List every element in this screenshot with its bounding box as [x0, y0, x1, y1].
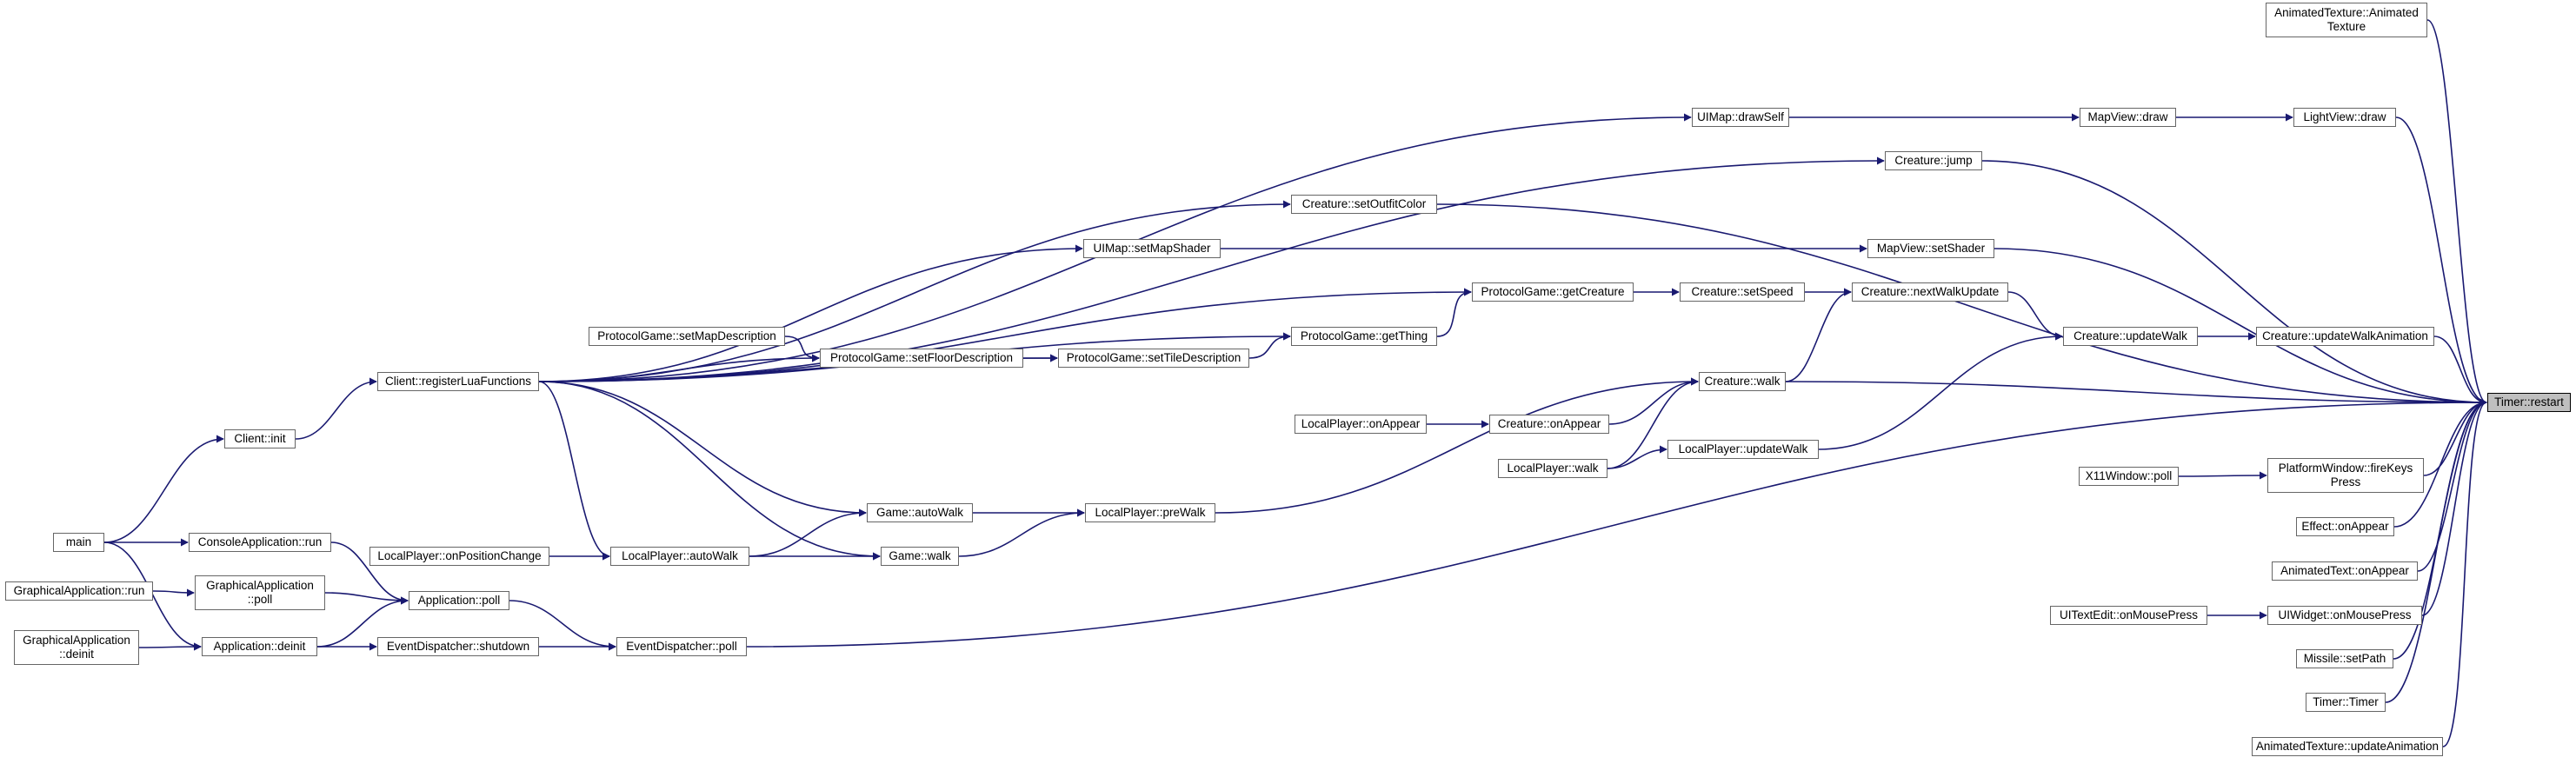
node-uiwidget-onmousepress[interactable]: UIWidget::onMousePress [2267, 606, 2422, 625]
edge-graphicalapplication-poll-to-application-poll [324, 592, 409, 605]
edge-protocolgame-settiledescription-to-protocolgame-getthing [1248, 332, 1291, 359]
edge-application-deinit-to-application-poll [316, 596, 409, 648]
node-uimap-drawself[interactable]: UIMap::drawSelf [1692, 108, 1789, 127]
node-application-poll[interactable]: Application::poll [409, 591, 509, 610]
edge-client-registerluafunctions-to-game-walk [538, 381, 881, 561]
node-creature-walk[interactable]: Creature::walk [1699, 372, 1786, 391]
edge-localplayer-updatewalk-to-creature-updatewalk [1818, 332, 2063, 450]
edge-client-init-to-client-registerluafunctions [295, 377, 377, 440]
node-creature-jump[interactable]: Creature::jump [1885, 151, 1982, 170]
node-game-autowalk[interactable]: Game::autoWalk [867, 503, 973, 522]
edge-animatedtexture-updateanimation-to-timer-restart [2442, 398, 2487, 747]
edge-client-registerluafunctions-to-uimap-setmapshader [538, 244, 1083, 382]
edge-eventdispatcher-poll-to-timer-restart [746, 398, 2487, 648]
node-graphicalapplication-deinit[interactable]: GraphicalApplication ::deinit [14, 630, 139, 665]
node-main[interactable]: main [53, 533, 104, 552]
node-creature-updatewalkanimation[interactable]: Creature::updateWalkAnimation [2256, 327, 2434, 346]
node-eventdispatcher-shutdown[interactable]: EventDispatcher::shutdown [377, 637, 539, 656]
edge-client-registerluafunctions-to-protocolgame-setfloordescription [538, 354, 820, 382]
node-mapview-draw[interactable]: MapView::draw [2080, 108, 2176, 127]
node-creature-updatewalk[interactable]: Creature::updateWalk [2063, 327, 2198, 346]
node-graphicalapplication-poll[interactable]: GraphicalApplication ::poll [195, 575, 325, 610]
node-localplayer-onappear[interactable]: LocalPlayer::onAppear [1295, 415, 1427, 434]
node-localplayer-walk[interactable]: LocalPlayer::walk [1498, 459, 1608, 478]
node-platformwindow-firekeyspress[interactable]: PlatformWindow::fireKeys Press [2267, 458, 2424, 493]
node-client-registerluafunctions[interactable]: Client::registerLuaFunctions [377, 372, 539, 391]
node-protocolgame-settiledescription[interactable]: ProtocolGame::setTileDescription [1058, 349, 1249, 368]
node-localplayer-prewalk[interactable]: LocalPlayer::preWalk [1085, 503, 1215, 522]
edge-animtex-ctor-to-timer-restart [2426, 19, 2487, 407]
edge-localplayer-autowalk-to-game-autowalk [749, 508, 867, 557]
edge-timer-timer-to-timer-restart [2385, 398, 2487, 703]
edge-client-registerluafunctions-to-game-autowalk [538, 381, 867, 517]
node-localplayer-updatewalk[interactable]: LocalPlayer::updateWalk [1667, 440, 1819, 459]
node-application-deinit[interactable]: Application::deinit [202, 637, 317, 656]
node-uimap-setmapshader[interactable]: UIMap::setMapShader [1083, 239, 1221, 258]
node-creature-setspeed[interactable]: Creature::setSpeed [1680, 282, 1805, 302]
node-animatedtext-onappear[interactable]: AnimatedText::onAppear [2272, 561, 2418, 581]
node-creature-nextwalkupdate[interactable]: Creature::nextWalkUpdate [1852, 282, 2008, 302]
edge-animatedtext-onappear-to-timer-restart [2417, 398, 2487, 572]
edge-main-to-client-init [103, 435, 224, 543]
node-game-walk[interactable]: Game::walk [881, 547, 959, 566]
edge-localplayer-walk-to-creature-walk [1607, 377, 1699, 469]
node-uitextedit-onmousepress[interactable]: UITextEdit::onMousePress [2050, 606, 2207, 625]
node-animatedtexture-animatedtexture[interactable]: AnimatedTexture::Animated Texture [2266, 3, 2427, 37]
node-missile-setpath[interactable]: Missile::setPath [2296, 649, 2393, 668]
edge-x11window-poll-to-platformwindow-firekeyspress [2178, 471, 2267, 480]
node-graphicalapplication-run[interactable]: GraphicalApplication::run [5, 581, 153, 601]
node-client-init[interactable]: Client::init [224, 429, 296, 448]
node-effect-onappear[interactable]: Effect::onAppear [2296, 517, 2394, 536]
edge-client-registerluafunctions-to-localplayer-autowalk [538, 381, 610, 561]
node-localplayer-onpositionchange[interactable]: LocalPlayer::onPositionChange [369, 547, 549, 566]
node-creature-setoutfitcolor[interactable]: Creature::setOutfitColor [1291, 195, 1437, 214]
edge-consoleapplication-run-to-application-poll [330, 541, 409, 605]
edge-game-walk-to-localplayer-prewalk [958, 508, 1085, 557]
node-eventdispatcher-poll[interactable]: EventDispatcher::poll [616, 637, 747, 656]
node-timer-timer[interactable]: Timer::Timer [2306, 693, 2386, 712]
node-protocolgame-getthing[interactable]: ProtocolGame::getThing [1291, 327, 1437, 346]
edge-client-registerluafunctions-to-creature-jump [538, 156, 1885, 382]
edge-creature-nextwalkupdate-to-creature-updatewalk [2007, 291, 2063, 341]
node-lightview-draw[interactable]: LightView::draw [2293, 108, 2396, 127]
node-consoleapplication-run[interactable]: ConsoleApplication::run [189, 533, 331, 552]
edge-application-poll-to-eventdispatcher-poll [509, 600, 616, 651]
edge-platformwindow-firekeyspress-to-timer-restart [2423, 398, 2487, 476]
node-protocolgame-setfloordescription[interactable]: ProtocolGame::setFloorDescription [820, 349, 1023, 368]
node-timer-restart: Timer::restart [2487, 393, 2571, 412]
node-creature-onappear[interactable]: Creature::onAppear [1489, 415, 1609, 434]
edge-creature-onappear-to-creature-walk [1608, 377, 1699, 425]
edge-creature-walk-to-timer-restart [1785, 381, 2487, 407]
node-protocolgame-setmapdescription[interactable]: ProtocolGame::setMapDescription [589, 327, 785, 346]
edge-lightview-draw-to-timer-restart [2395, 116, 2487, 407]
edge-localplayer-prewalk-to-creature-walk [1215, 377, 1699, 514]
edge-creature-updatewalkanimation-to-timer-restart [2433, 335, 2487, 407]
edge-mapview-setshader-to-timer-restart [1994, 248, 2487, 407]
edge-uiwidget-onmousepress-to-timer-restart [2421, 398, 2487, 616]
node-animatedtexture-updateanimation[interactable]: AnimatedTexture::updateAnimation [2252, 737, 2443, 756]
edge-protocolgame-getthing-to-protocolgame-getcreature [1436, 288, 1472, 337]
node-mapview-setshader[interactable]: MapView::setShader [1867, 239, 1994, 258]
edge-creature-jump-to-timer-restart [1981, 160, 2487, 407]
edge-creature-walk-to-creature-nextwalkupdate [1785, 288, 1852, 382]
edge-graphicalapplication-run-to-graphicalapplication-poll [152, 588, 195, 597]
node-x11window-poll[interactable]: X11Window::poll [2079, 467, 2179, 486]
edge-effect-onappear-to-timer-restart [2393, 398, 2487, 528]
node-localplayer-autowalk[interactable]: LocalPlayer::autoWalk [610, 547, 749, 566]
node-protocolgame-getcreature[interactable]: ProtocolGame::getCreature [1472, 282, 1634, 302]
edge-localplayer-walk-to-localplayer-updatewalk [1607, 445, 1667, 469]
edge-creature-setoutfitcolor-to-timer-restart [1436, 203, 2487, 407]
edge-graphicalapplication-deinit-to-application-deinit [138, 642, 202, 651]
